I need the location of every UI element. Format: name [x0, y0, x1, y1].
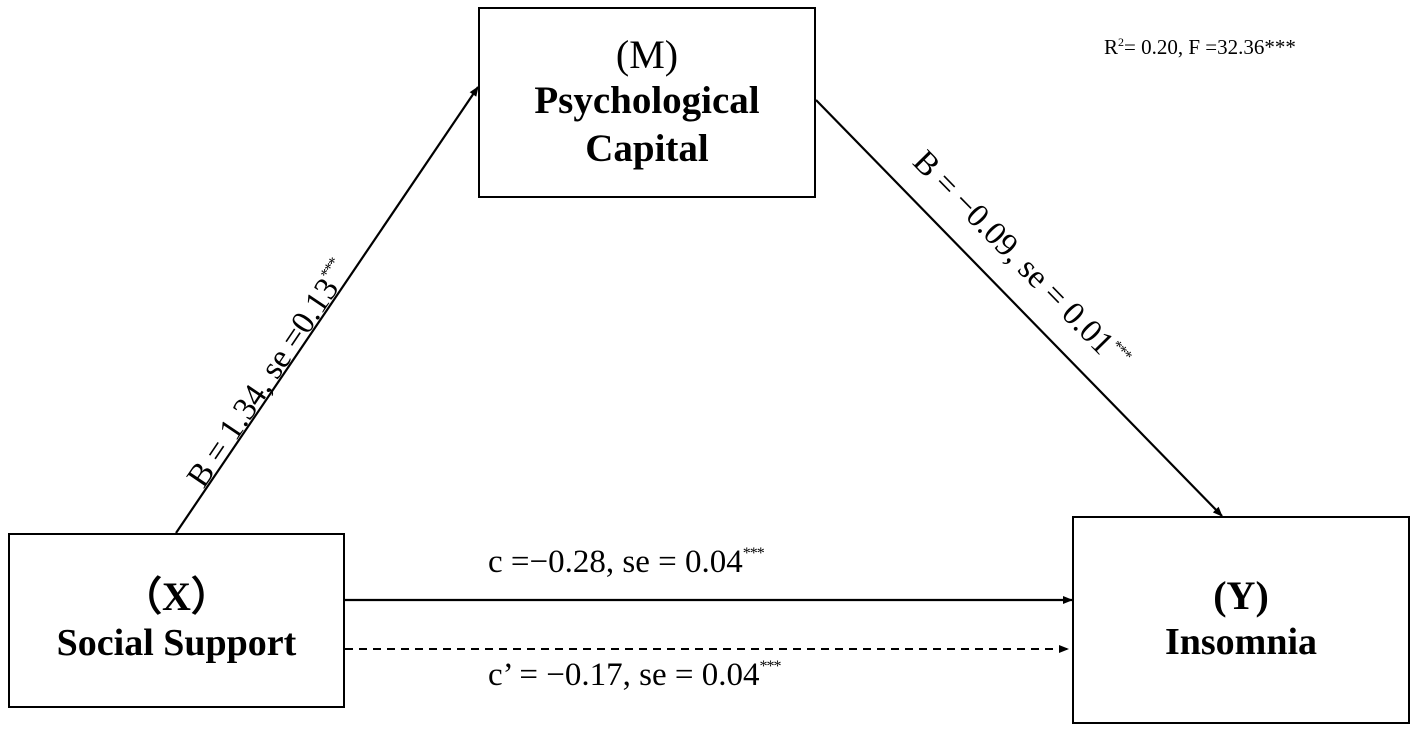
path-c-prime-coefficient: c’ = −0.17, se = 0.04 [488, 657, 760, 693]
path-c-label: c =−0.28, se = 0.04*** [488, 544, 765, 580]
r2-symbol: R [1104, 35, 1119, 59]
path-b-arrow [815, 99, 1223, 517]
predictor-code: （X） [122, 573, 231, 619]
model-fit-values: = 0.20, F =32.36*** [1124, 35, 1296, 59]
outcome-name: Insomnia [1164, 621, 1318, 663]
predictor-name: Social Support [56, 621, 297, 664]
r2-superscript: 2 [1118, 35, 1125, 49]
path-c-coefficient: c =−0.28, se = 0.04 [488, 544, 743, 580]
path-a-arrow [175, 86, 479, 534]
mediator-box: (M) Psychological Capital [478, 7, 816, 198]
path-c-prime-label: c’ = −0.17, se = 0.04*** [488, 657, 782, 693]
outcome-code: (Y) [1213, 573, 1269, 618]
model-fit-statistics: R2= 0.20, F =32.36*** [1104, 35, 1296, 60]
outcome-box: (Y) Insomnia [1072, 516, 1410, 724]
predictor-box: （X） Social Support [8, 533, 345, 708]
path-c-prime-significance: *** [759, 658, 782, 675]
mediator-name: Psychological Capital [534, 78, 760, 170]
mediator-code: (M) [615, 31, 679, 77]
path-c-significance: *** [742, 545, 765, 562]
